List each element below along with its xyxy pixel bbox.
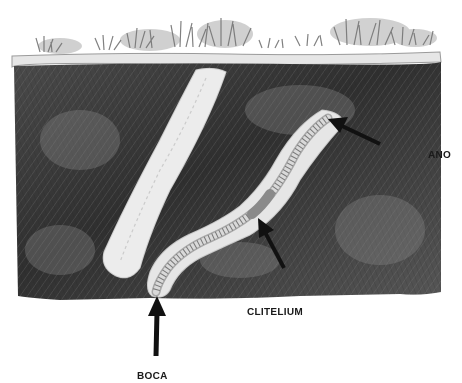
label-boca: BOCA bbox=[137, 372, 168, 382]
grass-shading bbox=[38, 18, 437, 54]
label-clitelium: CLITELIUM bbox=[247, 308, 303, 318]
arrow-boca bbox=[148, 296, 166, 356]
label-ano: ANO bbox=[428, 151, 451, 161]
